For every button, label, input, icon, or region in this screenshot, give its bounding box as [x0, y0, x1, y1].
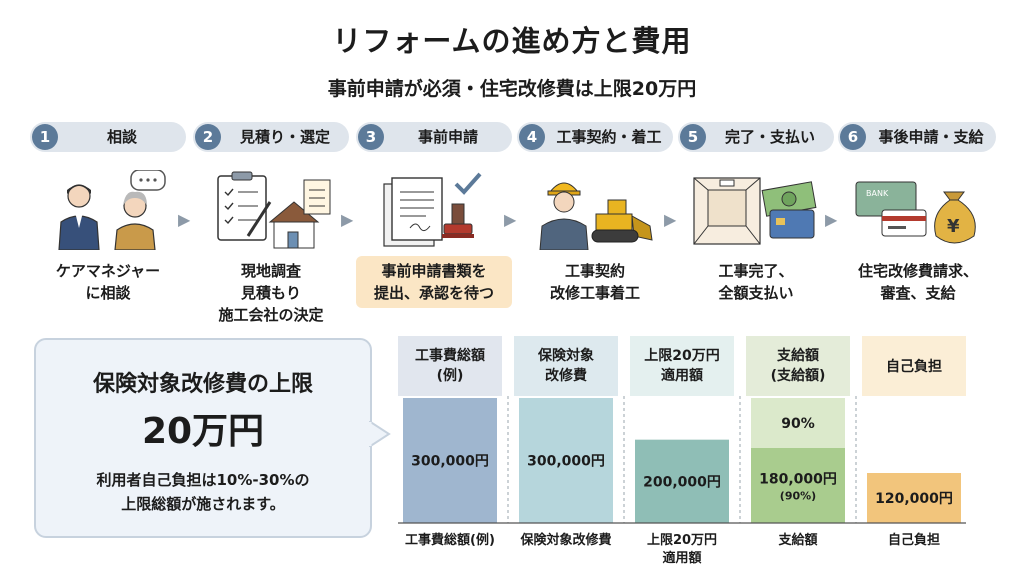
process-steps: 1 相談 2 見積り・選定 3 事前申請 4 工事契約・着工 5 完了・支払い … — [0, 122, 1024, 324]
step-3-number: 3 — [358, 124, 384, 150]
column-header-3 — [630, 336, 734, 396]
step-4-label: 工事契約・着工 — [556, 128, 662, 146]
category-label: 保険対象改修費 — [519, 532, 611, 548]
bank-card-moneybag-icon: BANK ¥ — [855, 181, 976, 244]
step-2-label: 見積り・選定 — [239, 128, 330, 146]
column-header-text: 改修費 — [545, 367, 587, 384]
column-header-text: 保険対象 — [537, 347, 594, 364]
bar-sub-label: (90%) — [780, 490, 816, 503]
page-subtitle: 事前申請が必須・住宅改修費は上限20万円 — [327, 78, 697, 100]
bar-3 — [635, 439, 729, 523]
bar-1 — [403, 398, 497, 523]
column-header-text: 適用額 — [661, 367, 703, 384]
bar-value-label: 120,000円 — [875, 491, 953, 507]
step-3-description: 事前申請書類を提出、承認を待つ — [356, 256, 512, 308]
bar-value-label: 300,000円 — [527, 454, 605, 470]
consultation-people-icon — [58, 170, 166, 250]
bar-value-label: 200,000円 — [643, 474, 721, 490]
arrow-right-icon: ▶ — [664, 210, 677, 229]
step-1-pill: 1 相談 — [30, 122, 186, 152]
bar-5 — [867, 473, 961, 523]
column-header-5 — [862, 336, 966, 396]
worker-bulldozer-icon — [539, 182, 653, 250]
step-6-number: 6 — [840, 124, 866, 150]
step-2-description: 現地調査見積もり施工会社の決定 — [218, 262, 324, 324]
application-documents-stamp-icon — [383, 172, 482, 247]
step-2-pill: 2 見積り・選定 — [193, 122, 349, 152]
column-header-text: 工事費総額 — [415, 347, 485, 364]
callout-pointer — [369, 421, 391, 447]
step-6-label: 事後申請・支給 — [878, 128, 984, 146]
step-4-pill: 4 工事契約・着工 — [517, 122, 673, 152]
column-header-text: 支給額 — [776, 347, 819, 364]
step-1-description: ケアマネジャーに相談 — [55, 262, 161, 302]
category-label: 工事費総額(例) — [405, 532, 495, 548]
step-5-description: 工事完了、全額支払い — [718, 262, 794, 302]
arrow-right-icon: ▶ — [341, 210, 354, 229]
category-label: 適用額 — [662, 550, 701, 564]
bar-stack-label: 90% — [781, 416, 815, 432]
bar-value-label: 180,000円 — [759, 472, 837, 488]
svg-text:¥: ¥ — [947, 216, 960, 237]
step-3-label: 事前申請 — [417, 128, 478, 146]
column-header-text: 上限20万円 — [644, 348, 719, 364]
step-4-description: 工事契約改修工事着工 — [549, 262, 640, 302]
column-header-2 — [514, 336, 618, 396]
bar-2 — [519, 398, 613, 523]
column-header-text: (例) — [437, 367, 464, 384]
column-header-1 — [398, 336, 502, 396]
bar-stack-top — [751, 398, 845, 448]
step-5-label: 完了・支払い — [724, 128, 815, 146]
arrow-right-icon: ▶ — [178, 210, 191, 229]
step-5-pill: 5 完了・支払い — [678, 122, 834, 152]
column-header-text: 自己負担 — [886, 358, 942, 375]
svg-text:BANK: BANK — [866, 189, 889, 198]
column-header-4 — [746, 336, 850, 396]
step-6-pill: 6 事後申請・支給 — [838, 122, 996, 152]
estimate-clipboard-house-icon — [217, 171, 331, 249]
room-money-card-icon — [693, 177, 817, 245]
step-1-number: 1 — [32, 124, 58, 150]
arrow-right-icon: ▶ — [825, 210, 838, 229]
arrow-right-icon: ▶ — [504, 210, 517, 229]
step-5-number: 5 — [680, 124, 706, 150]
category-label: 自己負担 — [888, 532, 940, 548]
cost-breakdown-chart: 工事費総額(例)300,000円工事費総額(例)保険対象改修費300,000円保… — [398, 336, 966, 564]
callout-amount: 20万円 — [141, 411, 265, 452]
column-header-text: (支給額) — [771, 367, 826, 384]
bar-value-label: 300,000円 — [411, 454, 489, 470]
step-3-pill: 3 事前申請 — [356, 122, 512, 152]
step-6-description: 住宅改修費請求、審査、支給 — [857, 262, 978, 302]
category-label: 支給額 — [777, 532, 817, 548]
page-title: リフォームの進め方と費用 — [332, 24, 692, 58]
step-1-label: 相談 — [106, 128, 137, 146]
category-label: 上限20万円 — [647, 533, 717, 548]
subsidy-limit-callout: 保険対象改修費の上限 20万円 利用者自己負担は10%-30%の上限総額が施され… — [34, 338, 372, 538]
callout-title: 保険対象改修費の上限 — [92, 372, 313, 397]
step-4-number: 4 — [519, 124, 545, 150]
bar-4 — [751, 448, 845, 523]
callout-note: 利用者自己負担は10%-30%の上限総額が施されます。 — [96, 471, 310, 513]
step-2-number: 2 — [195, 124, 221, 150]
